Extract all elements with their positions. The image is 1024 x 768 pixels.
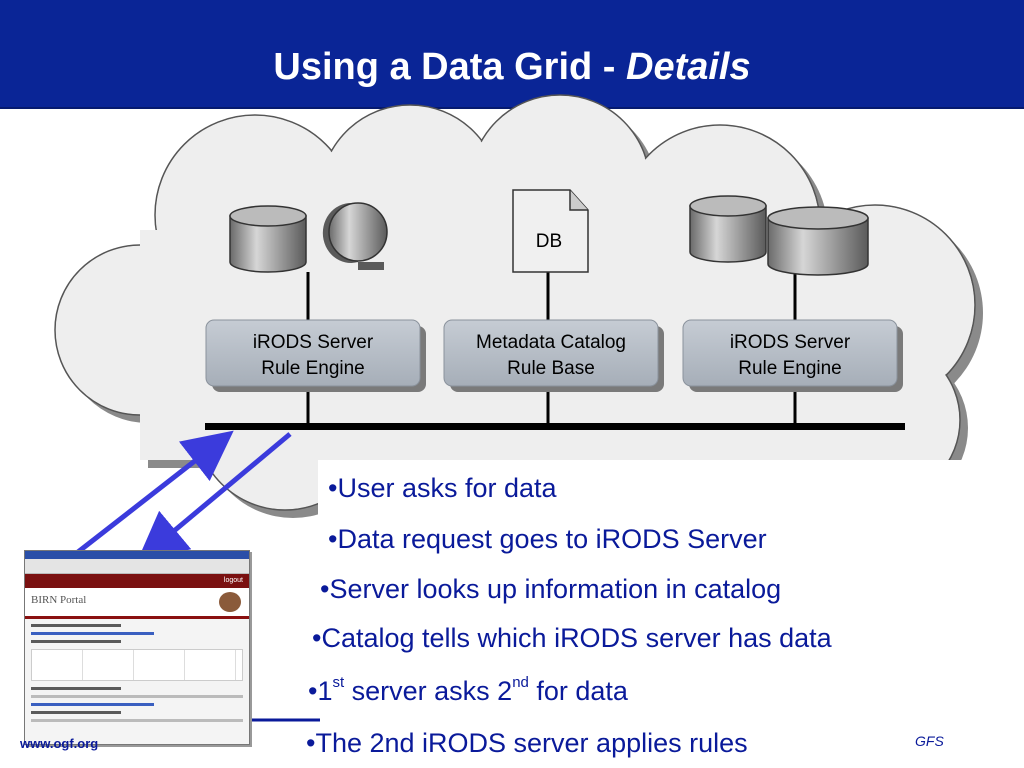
portal-logout: logout <box>223 577 243 584</box>
bullet-3: •Server looks up information in catalog <box>320 574 782 604</box>
slide-title: Using a Data Grid - Details <box>0 46 1024 89</box>
bullet-2: •Data request goes to iRODS Server <box>328 524 767 554</box>
bullet-6: •The 2nd iRODS server applies rules <box>306 728 748 758</box>
portal-text-line <box>31 624 121 627</box>
portal-table <box>31 649 243 681</box>
portal-banner: logout <box>25 574 249 588</box>
portal-text-line <box>31 695 243 698</box>
server-box-left: iRODS Server Rule Engine <box>206 330 420 382</box>
database-document-icon <box>512 189 589 273</box>
footer-url[interactable]: www.ogf.org <box>20 736 99 751</box>
portal-screenshot: logout BIRN Portal <box>24 550 250 745</box>
server-box-left-line1: iRODS Server <box>252 332 374 353</box>
portal-brand: BIRN Portal <box>31 594 87 606</box>
bullet-1: •User asks for data <box>328 473 557 503</box>
catalog-box-line1: Metadata Catalog <box>476 332 626 353</box>
db-label: DB <box>535 231 563 252</box>
bullet-5: •1st server asks 2nd for data <box>308 674 628 707</box>
portal-logo-area: BIRN Portal <box>25 588 249 616</box>
bullet-5-pre: •1 <box>308 676 333 706</box>
portal-window-titlebar <box>25 551 249 559</box>
server-box-right: iRODS Server Rule Engine <box>683 330 897 382</box>
bullet-4: •Catalog tells which iRODS server has da… <box>312 623 832 653</box>
catalog-box-line2: Rule Base <box>507 358 595 379</box>
footer-mark: GFS <box>915 733 944 749</box>
slide-title-main: Using a Data Grid - <box>273 46 626 88</box>
server-box-right-line2: Rule Engine <box>738 358 842 379</box>
portal-divider <box>25 616 249 619</box>
bullet-5-post: for data <box>528 676 628 706</box>
portal-toolbar <box>25 559 249 574</box>
request-arrows <box>76 430 292 563</box>
portal-emblem-icon <box>219 592 241 612</box>
bullet-panel-lower <box>318 514 980 764</box>
slide-title-emphasis: Details <box>626 46 751 88</box>
tape-storage-icon <box>322 202 388 270</box>
storage-cylinder-right-icon <box>689 195 869 276</box>
catalog-box: Metadata Catalog Rule Base <box>444 330 658 382</box>
bullet-panel <box>318 460 980 514</box>
bullet-5-sup1: st <box>332 674 345 691</box>
server-boxes <box>205 319 898 387</box>
bullet-5-sup2: nd <box>512 674 529 691</box>
portal-text-line <box>31 687 121 690</box>
storage-cylinder-left-icon <box>229 205 307 273</box>
bullet-5-mid: server asks 2 <box>344 676 513 706</box>
portal-text-line <box>31 711 121 714</box>
portal-text-line <box>31 719 243 722</box>
portal-text-line <box>31 703 155 706</box>
portal-text-line <box>31 632 155 635</box>
server-box-left-line2: Rule Engine <box>261 358 365 379</box>
portal-text-line <box>31 640 121 643</box>
server-box-right-line1: iRODS Server <box>729 332 851 353</box>
network-bus <box>205 423 905 430</box>
